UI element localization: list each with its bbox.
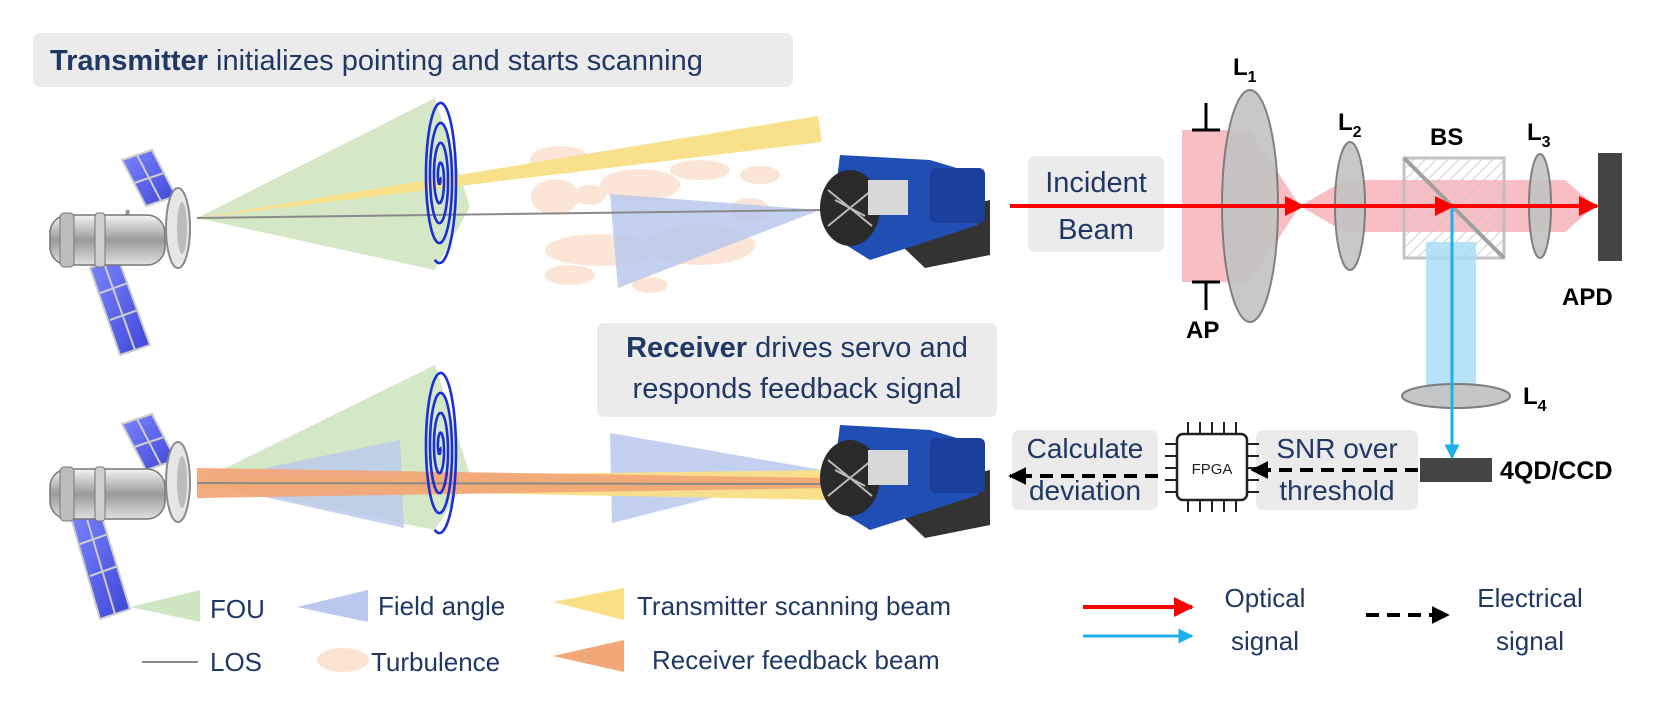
legend-optical-line1: Optical [1225,583,1306,613]
incident-label-line2: Beam [1058,214,1134,246]
calc-label: Calculate deviation [1012,430,1158,510]
legend-field-angle: Field angle [378,591,505,621]
svg-text:Receiver drives servo and: Receiver drives servo and [626,332,968,364]
legend-field-swatch [297,590,368,622]
aperture [1192,103,1220,310]
snr-line2: threshold [1279,475,1394,506]
apd-detector [1598,153,1622,261]
spiral-bottom [424,371,458,535]
satellite-top [49,148,191,357]
transmitter-callout-text: initializes pointing and starts scanning [208,45,703,77]
bs-label: BS [1430,124,1463,151]
legend-rx-beam: Receiver feedback beam [652,645,940,675]
receiver-callout-text1: drives servo and [747,332,968,364]
legend-los: LOS [210,647,262,677]
legend-electrical-line2: signal [1496,626,1564,656]
legend-tx-swatch [553,588,624,620]
los-bottom [196,482,831,485]
legend-fou-swatch [130,590,200,622]
field-angle-top [610,194,820,288]
receiver-terminal-bottom [820,425,990,538]
transmitter-callout: Transmitter initializes pointing and sta… [33,33,793,87]
apd-label: APD [1562,284,1613,311]
receiver-terminal-top [820,155,990,268]
lens-l2-label: L2 [1338,109,1362,141]
fou-cone-top [197,98,470,270]
snr-label: SNR over threshold [1256,430,1418,510]
calc-line2: deviation [1029,475,1141,506]
satellite-bottom [49,412,191,621]
lens-l4 [1401,383,1511,409]
legend: FOU Field angle Transmitter scanning bea… [130,583,1583,677]
legend-tx-beam: Transmitter scanning beam [637,591,951,621]
svg-text:Transmitter initializes pointi: Transmitter initializes pointing and sta… [50,45,703,77]
tx-beam-top [197,116,822,218]
spiral-top [424,101,458,265]
lens-l4-label: L4 [1523,383,1547,415]
receiver-callout-text2: responds feedback signal [633,373,962,405]
receiver-callout: Receiver drives servo and responds feedb… [597,323,997,417]
fpga-label: FPGA [1192,461,1233,478]
legend-rx-swatch [553,640,624,672]
detector-label: 4QD/CCD [1500,457,1613,485]
legend-electrical-line1: Electrical [1477,583,1582,613]
calc-line1: Calculate [1027,433,1144,464]
fpga-chip: FPGA [1165,422,1259,512]
legend-turbulence-swatch [317,648,369,672]
lens-l1-label: L1 [1233,54,1257,86]
legend-turbulence: Turbulence [371,647,500,677]
incident-label-line1: Incident [1045,167,1147,199]
ap-label: AP [1186,317,1219,344]
los-top [196,209,826,219]
legend-fou: FOU [210,594,265,624]
receiver-callout-bold: Receiver [626,332,747,364]
quad-detector [1420,458,1492,482]
lens-l3-label: L3 [1527,119,1551,151]
transmitter-callout-bold: Transmitter [50,45,208,77]
snr-line1: SNR over [1276,433,1397,464]
legend-optical-line2: signal [1231,626,1299,656]
